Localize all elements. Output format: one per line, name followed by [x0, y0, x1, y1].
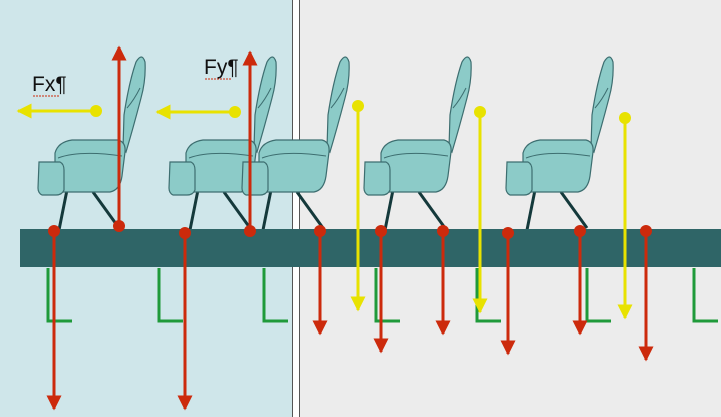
- seat-cushion: [380, 139, 452, 193]
- track-bracket-icon: [692, 268, 718, 323]
- seat-backrest-seam: [452, 87, 467, 109]
- reaction-arrow: [572, 225, 588, 336]
- arrow-origin-dot: [352, 100, 364, 112]
- arrow-origin-dot: [244, 225, 256, 237]
- seat-front-leg: [57, 189, 69, 231]
- seat-backrest-seam: [257, 87, 272, 109]
- fy-label: Fy¶: [204, 56, 239, 79]
- seat-backrest: [326, 56, 350, 154]
- seat-backrest-seam: [594, 87, 609, 109]
- track-brackets: [46, 268, 718, 323]
- reaction-arrow: [242, 50, 258, 237]
- arrow-origin-dot: [502, 227, 514, 239]
- seat-front-leg: [188, 189, 200, 231]
- fx-label: Fx¶: [32, 73, 67, 96]
- panel-divider: [292, 0, 300, 417]
- left-panel-background: [0, 0, 293, 417]
- arrow-origin-dot: [619, 112, 631, 124]
- reaction-arrow: [373, 225, 389, 354]
- seat-armrest: [505, 161, 533, 196]
- load-arrow: [16, 103, 102, 119]
- seat-backrest-seam: [330, 87, 345, 109]
- seat-cushion-seam: [525, 152, 591, 159]
- load-arrow: [155, 104, 241, 120]
- track-bracket-icon: [374, 268, 400, 323]
- arrow-origin-dot: [375, 225, 387, 237]
- reaction-arrow: [46, 225, 62, 411]
- seat-cushion: [258, 139, 330, 193]
- arrow-origin-dot: [640, 225, 652, 237]
- seat-backrest-seam: [126, 87, 141, 109]
- seat-backrest: [448, 56, 472, 154]
- arrow-origin-dot: [113, 220, 125, 232]
- seat-rear-leg: [295, 191, 325, 229]
- seat-rear-leg: [417, 191, 447, 229]
- reaction-arrow: [435, 225, 451, 336]
- reaction-arrow: [500, 227, 516, 356]
- seat-front-leg: [383, 189, 395, 231]
- arrow-origin-dot: [90, 105, 102, 117]
- seat-icon: [168, 56, 277, 231]
- seat-armrest: [37, 161, 65, 196]
- arrow-origin-dot: [574, 225, 586, 237]
- seat-icon: [241, 56, 350, 231]
- force-arrows: [16, 45, 654, 411]
- seat-rear-leg: [222, 191, 252, 229]
- load-arrow: [350, 100, 366, 312]
- seat-cushion-seam: [383, 152, 449, 159]
- track-bracket-icon: [475, 268, 501, 323]
- track-bracket-icon: [262, 268, 288, 323]
- seat-rear-leg: [559, 191, 589, 229]
- reaction-arrow: [177, 227, 193, 411]
- seat-front-leg: [261, 189, 273, 231]
- load-arrow: [472, 106, 488, 314]
- arrow-origin-dot: [48, 225, 60, 237]
- seat-cushion-seam: [188, 152, 254, 159]
- arrow-origin-dot: [229, 106, 241, 118]
- arrow-origin-dot: [474, 106, 486, 118]
- seat-backrest: [122, 56, 146, 154]
- seat-backrest: [253, 56, 277, 154]
- arrow-origin-dot: [314, 225, 326, 237]
- arrow-origin-dot: [437, 225, 449, 237]
- seat-icon: [37, 56, 146, 231]
- seat-icon: [505, 56, 614, 231]
- seat-cushion: [522, 139, 594, 193]
- floor-beam: [20, 229, 721, 267]
- track-bracket-icon: [46, 268, 72, 323]
- arrow-origin-dot: [179, 227, 191, 239]
- seat-cushion: [54, 139, 126, 193]
- seat-group: [37, 56, 614, 231]
- seat-cushion-seam: [57, 152, 123, 159]
- load-arrow: [617, 112, 633, 320]
- seat-backrest: [590, 56, 614, 154]
- reaction-arrow: [638, 225, 654, 362]
- seat-cushion-seam: [261, 152, 327, 159]
- right-panel-background: [299, 0, 721, 417]
- track-bracket-icon: [157, 268, 183, 323]
- seat-front-leg: [525, 189, 537, 231]
- reaction-arrow: [111, 45, 127, 232]
- seat-armrest: [168, 161, 196, 196]
- seat-icon: [363, 56, 472, 231]
- reaction-arrow: [312, 225, 328, 336]
- seat-armrest: [241, 161, 269, 196]
- seat-armrest: [363, 161, 391, 196]
